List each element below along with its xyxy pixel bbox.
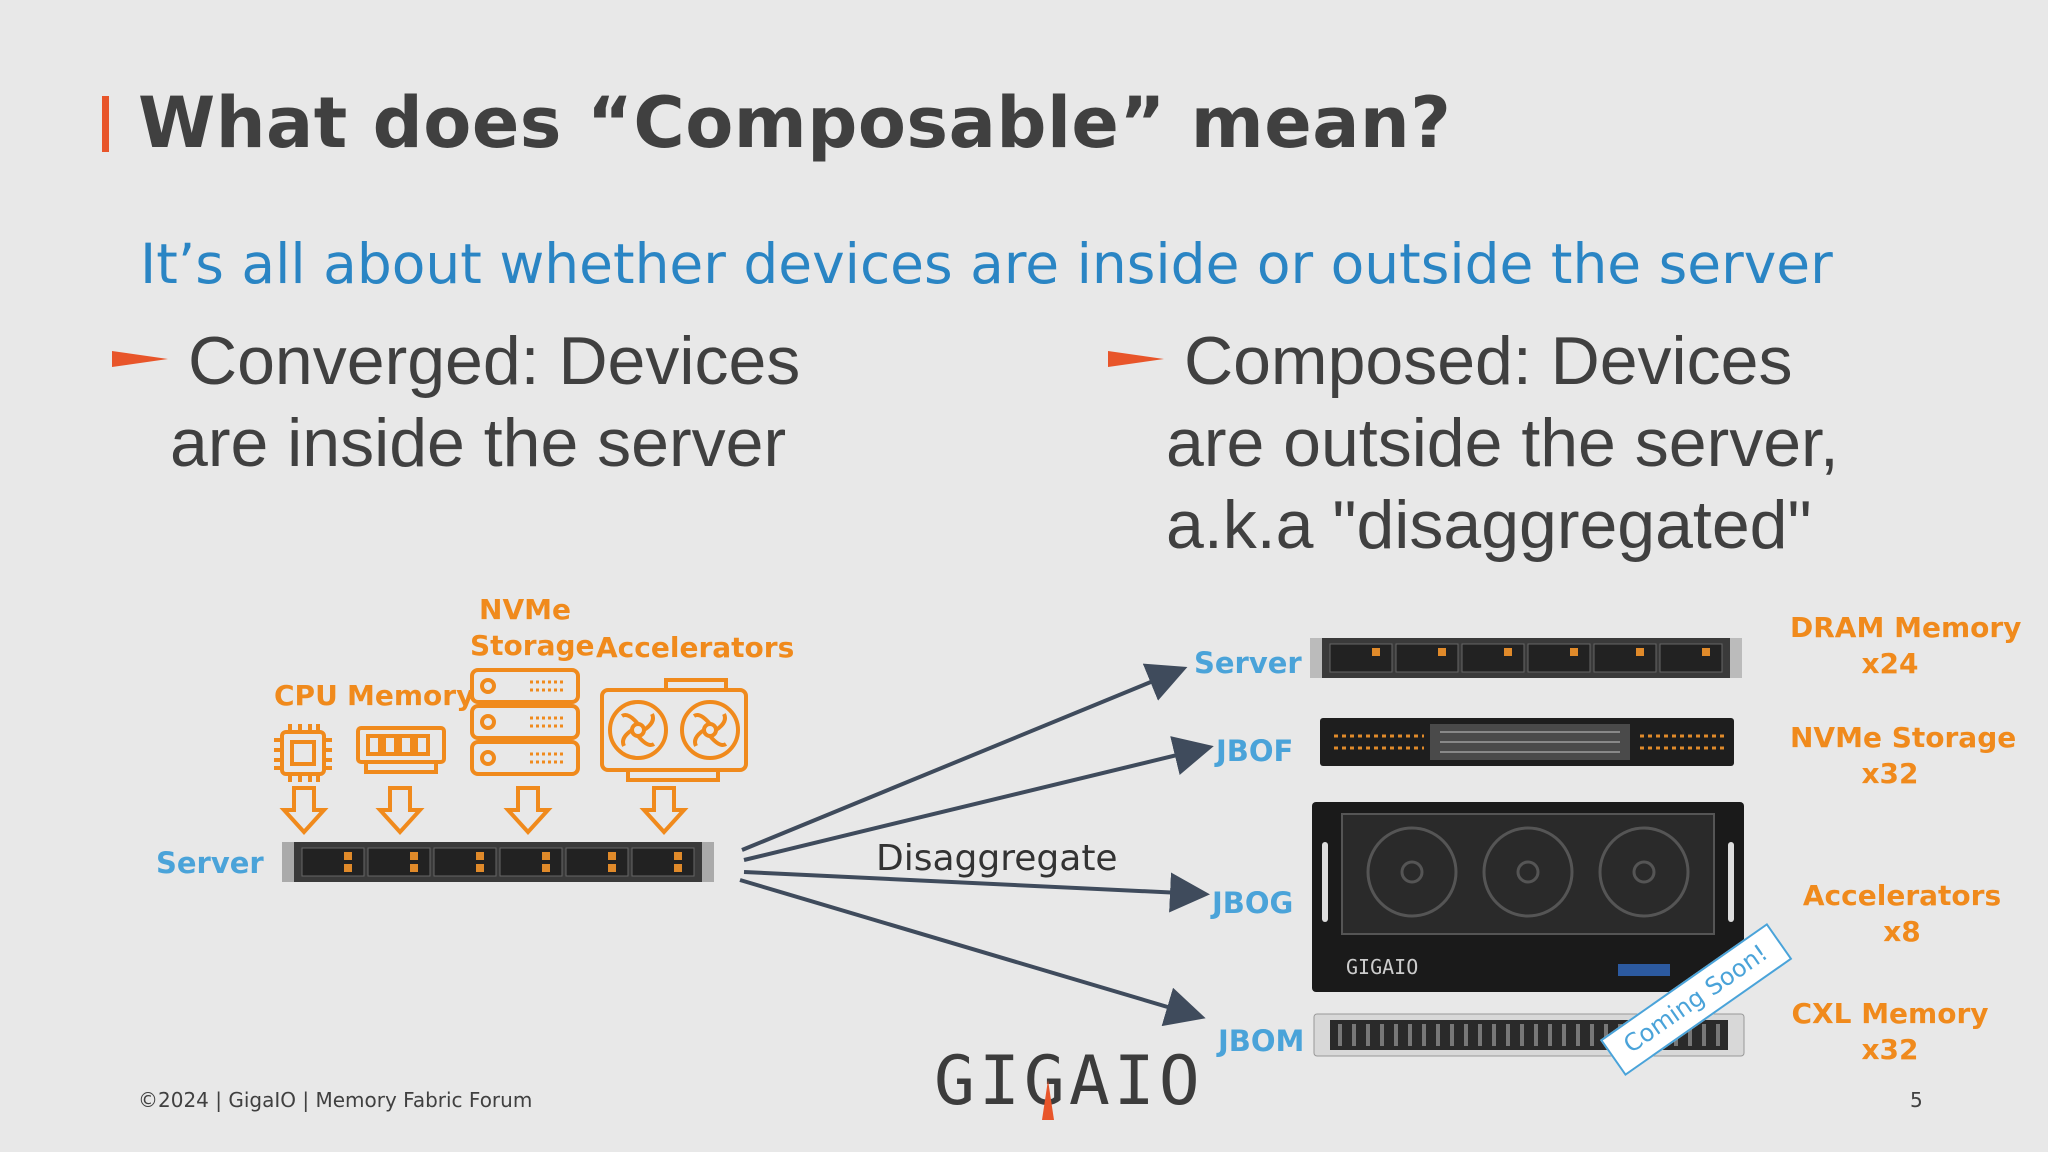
jbof-chassis-image <box>1320 718 1734 766</box>
target-label-jbof: JBOF <box>1216 734 1294 768</box>
spec-dram: DRAM Memory x24 <box>1790 610 2022 682</box>
spec-line: DRAM Memory <box>1790 611 2022 644</box>
spec-line: Accelerators <box>1802 879 2002 912</box>
server-chassis-image <box>282 842 714 882</box>
down-arrow-icon <box>279 786 329 835</box>
nvme-label: NVMe Storage <box>470 592 595 664</box>
bullet-line: Converged: Devices <box>188 323 801 399</box>
spec-cxl: CXL Memory x32 <box>1790 996 1990 1068</box>
cpu-label: CPU <box>274 679 338 712</box>
nvme-label-line: Storage <box>470 629 595 662</box>
spec-line: x8 <box>1883 915 1921 948</box>
memory-label: Memory <box>347 679 475 712</box>
server-label: Server <box>156 846 264 880</box>
gpu-icon <box>600 678 748 782</box>
spec-line: x32 <box>1861 1033 1919 1066</box>
bullet-line: are outside the server, <box>1166 405 1839 481</box>
spec-accelerators: Accelerators x8 <box>1802 878 2002 950</box>
spec-line: CXL Memory <box>1791 997 1989 1030</box>
page-number: 5 <box>1910 1088 1923 1112</box>
spec-nvme: NVMe Storage x32 <box>1790 720 2017 792</box>
down-arrow-icon <box>375 786 425 835</box>
accelerators-label: Accelerators <box>596 631 795 664</box>
spec-line: x32 <box>1861 757 1919 790</box>
cpu-icon <box>274 724 332 782</box>
bullet-line: a.k.a "disaggregated" <box>1166 487 1812 563</box>
memory-icon <box>356 726 446 774</box>
target-label-jbom: JBOM <box>1218 1024 1305 1058</box>
down-arrow-icon <box>503 786 553 835</box>
title-accent-bar <box>102 96 109 152</box>
target-label-server: Server <box>1194 646 1302 680</box>
server-chassis-image <box>1310 638 1742 678</box>
slide-title: What does “Composable” mean? <box>138 82 1452 164</box>
slide-subtitle: It’s all about whether devices are insid… <box>140 232 1833 296</box>
svg-text:GIGAIO: GIGAIO <box>934 1042 1204 1121</box>
gigaio-logo: GIGAIO <box>934 1042 1200 1121</box>
jbog-chassis-image: GIGAIO <box>1312 802 1744 992</box>
nvme-label-line: NVMe <box>479 593 571 626</box>
spec-line: NVMe Storage <box>1790 721 2017 754</box>
down-arrow-icon <box>639 786 689 835</box>
bullet-line: Composed: Devices <box>1184 323 1793 399</box>
target-label-jbog: JBOG <box>1212 886 1294 920</box>
chassis-brand: GIGAIO <box>1346 955 1418 979</box>
storage-icon <box>470 668 580 776</box>
disaggregate-label: Disaggregate <box>876 838 1118 879</box>
bullet-arrow-icon <box>112 351 168 367</box>
spec-line: x24 <box>1861 647 1919 680</box>
footer-text: ©2024 | GigaIO | Memory Fabric Forum <box>138 1088 533 1112</box>
composed-bullet: Composed: Devices are outside the server… <box>1166 320 1839 566</box>
bullet-line: are inside the server <box>170 405 787 481</box>
converged-bullet: Converged: Devices are inside the server <box>170 320 800 484</box>
bullet-arrow-icon <box>1108 351 1164 367</box>
